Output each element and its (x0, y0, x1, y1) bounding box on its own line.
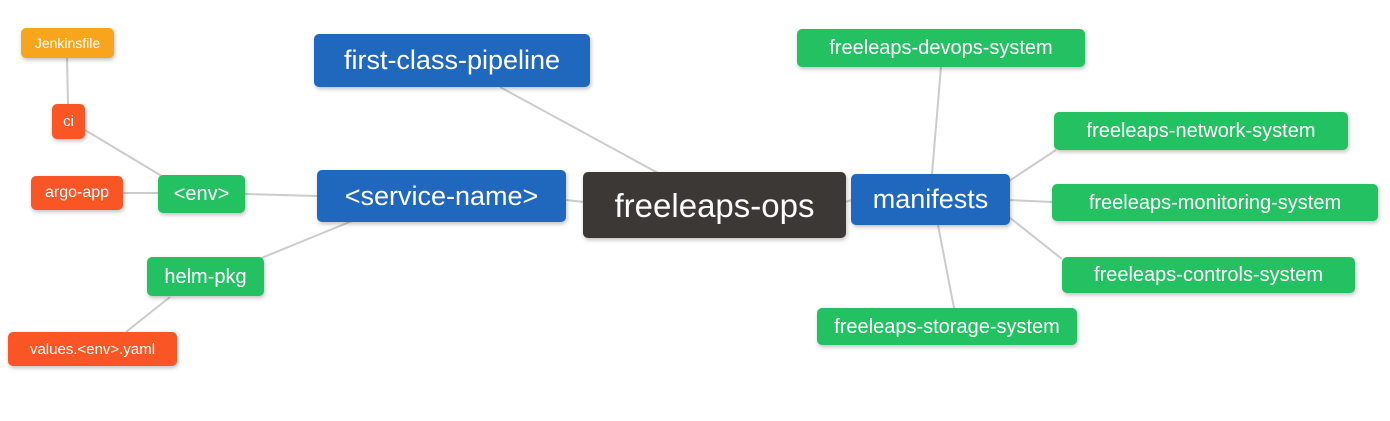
node-service-name-label: <service-name> (344, 180, 539, 211)
node-freeleaps-storage-system[interactable]: freeleaps-storage-system (817, 308, 1077, 345)
edge-pipeline-ops (499, 86, 659, 174)
node-argo-app-label: argo-app (44, 184, 110, 201)
node-service-name[interactable]: <service-name> (317, 170, 566, 222)
node-ci-label: ci (63, 113, 74, 130)
node-first-class-pipeline-label: first-class-pipeline (343, 45, 561, 75)
edge-ops-manifests (844, 199, 853, 203)
node-freeleaps-devops-system-label: freeleaps-devops-system (829, 37, 1053, 59)
node-values-env-yaml-label: values.<env>.yaml (29, 340, 156, 358)
node-helm-pkg[interactable]: helm-pkg (147, 257, 264, 296)
node-freeleaps-ops-root[interactable]: freeleaps-ops (583, 172, 846, 238)
edge-ci-env (84, 129, 166, 179)
node-freeleaps-network-system-label: freeleaps-network-system (1086, 120, 1316, 142)
node-freeleaps-controls-system[interactable]: freeleaps-controls-system (1062, 257, 1355, 293)
node-env[interactable]: <env> (158, 175, 245, 213)
node-freeleaps-storage-system-label: freeleaps-storage-system (834, 315, 1060, 338)
node-values-env-yaml[interactable]: values.<env>.yaml (8, 332, 177, 366)
node-freeleaps-ops-label: freeleaps-ops (614, 186, 815, 224)
node-freeleaps-controls-system-label: freeleaps-controls-system (1094, 264, 1323, 286)
edge-env-service-name (244, 193, 318, 197)
edge-helm-pkg-service-name (258, 220, 353, 260)
node-freeleaps-monitoring-system-label: freeleaps-monitoring-system (1088, 191, 1342, 214)
edge-service-name-ops (565, 199, 585, 203)
edge-manifests-storage (937, 224, 955, 309)
node-jenkinsfile[interactable]: Jenkinsfile (21, 28, 114, 58)
edge-manifests-controls (1008, 216, 1063, 260)
node-helm-pkg-label: helm-pkg (164, 265, 247, 288)
node-manifests-label: manifests (872, 184, 989, 214)
edge-values-helm-pkg (125, 296, 171, 333)
edge-manifests-devops (931, 66, 942, 175)
node-first-class-pipeline[interactable]: first-class-pipeline (314, 34, 590, 87)
edge-jenkinsfile-ci (66, 57, 69, 105)
node-freeleaps-devops-system[interactable]: freeleaps-devops-system (797, 29, 1085, 67)
node-ci[interactable]: ci (52, 104, 85, 139)
node-jenkinsfile-label: Jenkinsfile (34, 35, 101, 51)
node-argo-app[interactable]: argo-app (31, 176, 123, 210)
edge-manifests-monitoring (1008, 199, 1053, 203)
node-freeleaps-monitoring-system[interactable]: freeleaps-monitoring-system (1052, 184, 1378, 221)
node-manifests[interactable]: manifests (851, 174, 1010, 225)
node-env-label: <env> (173, 183, 230, 205)
node-freeleaps-network-system[interactable]: freeleaps-network-system (1054, 112, 1348, 150)
edge-manifests-network (1008, 149, 1057, 182)
